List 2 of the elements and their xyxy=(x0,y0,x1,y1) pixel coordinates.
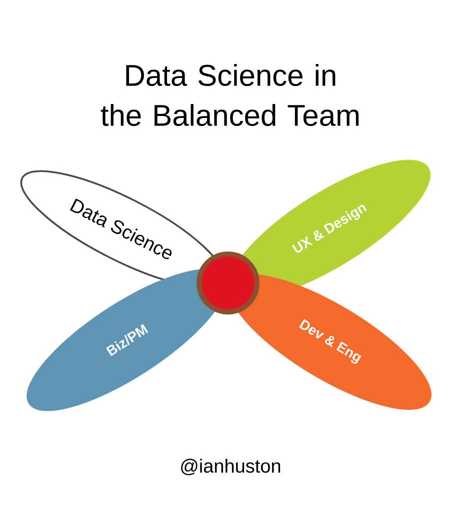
title: Data Science in the Balanced Team xyxy=(100,64,359,126)
handle-text: @ianhuston xyxy=(181,458,280,476)
